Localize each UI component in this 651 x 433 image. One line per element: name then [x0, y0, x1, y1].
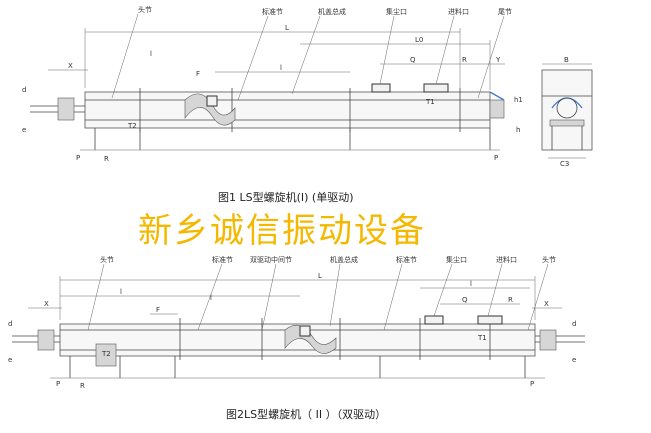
fig2-dim-l-right: l [470, 280, 472, 288]
fig2-dust-port [424, 315, 444, 325]
fig2-dim-Rb: R [80, 382, 85, 390]
fig2-hanger-bearing [299, 325, 311, 337]
fig1-dim-P-right: P [494, 154, 498, 162]
fig1-dim-Rb: R [104, 155, 109, 163]
fig1-dim-B: B [564, 56, 569, 64]
fig1-dim-T2: T2 [127, 122, 137, 130]
fig1-dim-Y: Y [495, 56, 501, 64]
fig2-callout-dust: 集尘口 [446, 255, 467, 264]
fig2-dim-e-right: e [572, 356, 576, 364]
fig1-dim-R: R [462, 56, 467, 64]
fig2-dim-X-left: X [44, 300, 49, 308]
fig2-dim-X-right: X [544, 300, 549, 308]
fig1-dim-h1: h1 [514, 96, 523, 104]
fig2-dim-P-right: P [530, 380, 534, 388]
figure-2: X L l l l F Q R X d e P R T2 T1 d e P 头节… [8, 255, 585, 421]
fig2-callout-head-left: 头节 [100, 255, 114, 264]
fig2-caption: 图2LS型螺旋机（ II ）（双驱动） [226, 407, 386, 421]
fig1-tail-bearing [489, 99, 505, 119]
fig1-dim-T1: T1 [425, 98, 435, 106]
fig1-screw-blade [184, 93, 236, 126]
fig2-dim-Q: Q [462, 296, 468, 304]
fig2-dim-l-mid: l [210, 294, 212, 302]
fig2-dim-F: F [156, 306, 160, 314]
fig2-callout-inlet: 进料口 [496, 255, 517, 264]
fig1-callout-tail: 尾节 [498, 8, 512, 16]
fig2-dim-d-right: d [572, 320, 576, 328]
fig1-dim-Q: Q [410, 56, 416, 64]
fig2-dim-l-left: l [120, 288, 122, 296]
fig2-dim-L: L [318, 272, 322, 280]
fig1-caption: 图1 LS型螺旋机(I) (单驱动) [218, 190, 354, 204]
fig2-dim-T2: T2 [101, 350, 111, 358]
fig2-drive-bearing-left [37, 329, 55, 351]
fig1-dim-C3: C3 [560, 160, 569, 168]
fig1-dim-d: d [22, 86, 26, 94]
fig1-drive-bearing [57, 97, 75, 121]
fig1-callout-inlet: 进料口 [448, 7, 469, 16]
fig1-dim-P: P [76, 154, 80, 162]
fig2-dim-T1: T1 [477, 334, 487, 342]
fig2-dim-e-left: e [8, 356, 12, 364]
figure-1: X L L0 l l F Q R Y d e P R T1 T2 h1 h P … [22, 5, 593, 204]
fig1-dim-h: h [516, 126, 520, 134]
fig1-dim-F: F [196, 70, 200, 78]
fig1-callout-standard: 标准节 [262, 7, 283, 16]
fig2-dim-R: R [508, 296, 513, 304]
fig2-drive-bearing-right [539, 329, 557, 351]
fig1-dim-X: X [68, 62, 73, 70]
fig2-callout-head-right: 头节 [542, 255, 556, 264]
fig2-callout-mid: 双驱动中间节 [250, 255, 292, 264]
fig2-callout-cover: 机盖总成 [330, 255, 358, 264]
fig2-inlet-port [477, 315, 503, 325]
fig1-dim-e: e [22, 126, 26, 134]
fig1-dust-port [371, 83, 391, 93]
fig2-callout-standard-right: 标准节 [396, 255, 417, 264]
fig1-callout-head: 头节 [138, 5, 152, 14]
fig1-dim-L0: L0 [415, 36, 423, 44]
fig1-dim-l: l [280, 64, 282, 72]
fig2-dim-d-left: d [8, 320, 12, 328]
fig2-dim-P-left: P [56, 380, 60, 388]
fig1-callout-cover: 机盖总成 [318, 7, 346, 16]
fig1-callout-dust: 集尘口 [386, 7, 407, 16]
fig2-callout-standard-left: 标准节 [212, 255, 233, 264]
fig1-dim-l-top: l [150, 50, 152, 58]
fig1-hanger-bearing [206, 95, 218, 107]
fig1-dim-L: L [285, 24, 289, 32]
fig1-inlet-port [423, 83, 449, 93]
watermark-text: 新乡诚信振动设备 [138, 211, 426, 251]
fig1-end-view: B C3 [541, 56, 593, 168]
